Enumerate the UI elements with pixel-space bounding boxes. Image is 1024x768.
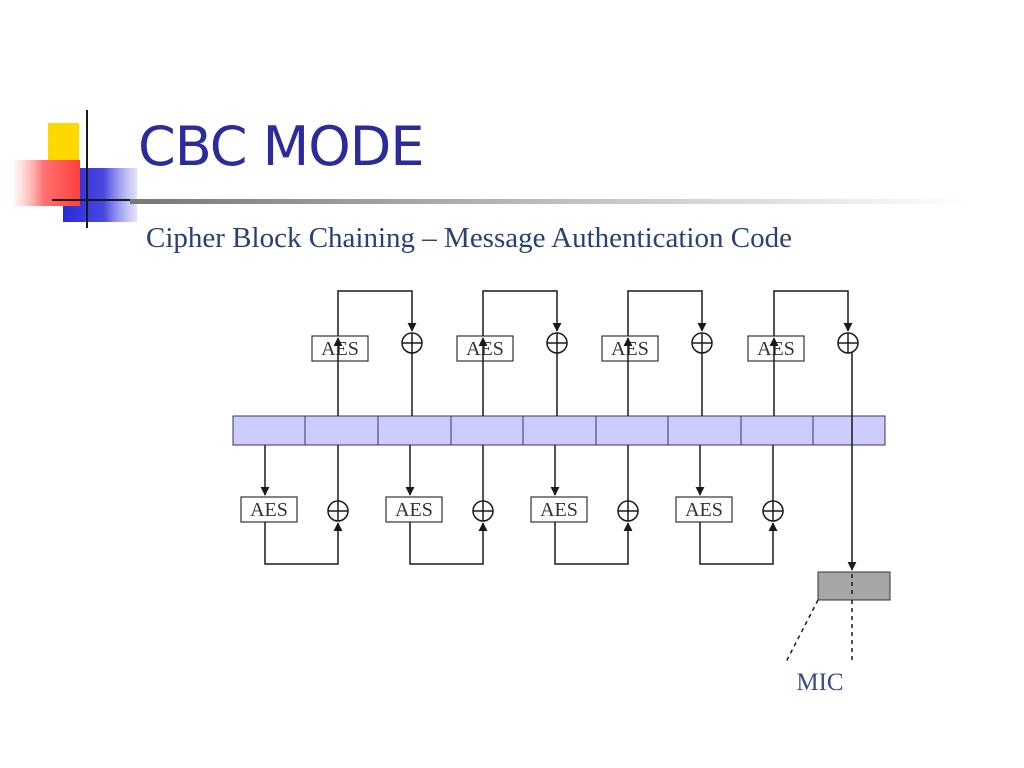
aes-block-b3 bbox=[530, 496, 588, 523]
feedback-loop-t2 bbox=[482, 290, 562, 336]
slide-title: CBC MODE bbox=[138, 115, 424, 178]
chain-loop-b1 bbox=[264, 522, 343, 565]
mic-block bbox=[817, 571, 891, 601]
mic-dashed-left bbox=[785, 599, 819, 663]
feedback-loop-t4 bbox=[773, 290, 853, 336]
aes-block-b4 bbox=[675, 496, 733, 523]
aes-block-b1 bbox=[240, 496, 298, 523]
aes-label-b2: AES bbox=[395, 499, 433, 521]
aes-block-t1 bbox=[311, 335, 369, 362]
data-block-3 bbox=[377, 415, 452, 446]
chain-loop-b3 bbox=[554, 522, 633, 565]
mic-label: MIC bbox=[796, 669, 843, 696]
feedback-loop-t3 bbox=[627, 290, 707, 336]
title-underline bbox=[130, 199, 970, 204]
data-block-8 bbox=[740, 415, 814, 446]
chain-loop-b2 bbox=[409, 522, 488, 565]
data-block-7 bbox=[667, 415, 742, 446]
chain-loop-b4 bbox=[699, 522, 778, 565]
aes-label-b1: AES bbox=[250, 499, 288, 521]
feedback-loop-t1 bbox=[337, 290, 417, 336]
data-block-9 bbox=[812, 415, 886, 446]
red-square bbox=[14, 160, 80, 206]
data-block-4 bbox=[450, 415, 524, 446]
aes-label-t4: AES bbox=[757, 338, 795, 360]
aes-block-b2 bbox=[385, 496, 443, 523]
aes-label-t3: AES bbox=[611, 338, 649, 360]
data-block-2 bbox=[304, 415, 379, 446]
aes-label-b3: AES bbox=[540, 499, 578, 521]
data-block-6 bbox=[595, 415, 669, 446]
slide-subtitle: Cipher Block Chaining – Message Authenti… bbox=[146, 222, 792, 254]
aes-label-t2: AES bbox=[466, 338, 504, 360]
aes-label-b4: AES bbox=[685, 499, 723, 521]
data-block-1 bbox=[232, 415, 306, 446]
aes-label-t1: AES bbox=[321, 338, 359, 360]
data-block-5 bbox=[522, 415, 597, 446]
